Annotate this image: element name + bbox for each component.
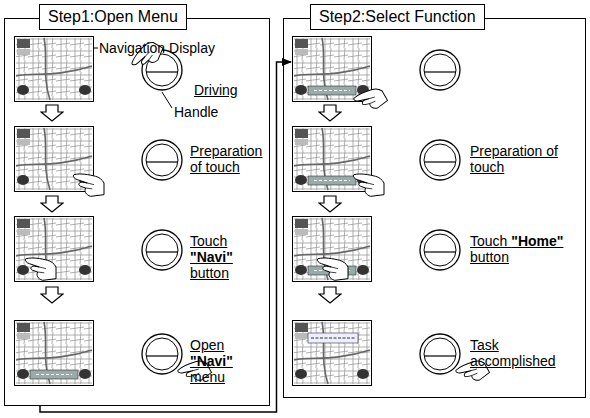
step-label: Preparation of touch: [190, 143, 270, 175]
step-heading: Step2:Select Function: [310, 4, 485, 30]
step-label: Task accomplished: [470, 337, 570, 369]
step-label: Touch "Navi" button: [190, 233, 268, 281]
step-label: Open "Navi" menu: [190, 337, 268, 385]
callout-label: Navigation Display: [99, 40, 219, 56]
callout-label: Handle: [174, 104, 244, 120]
step-label: Preparation of touch: [470, 143, 570, 175]
step-panel: Step1:Open Menu: [4, 18, 270, 406]
step-label: Driving: [194, 82, 264, 98]
step-heading: Step1:Open Menu: [39, 4, 187, 30]
step-label: Touch "Home" button: [470, 233, 582, 265]
step-panel: Step2:Select Function: [283, 18, 586, 398]
